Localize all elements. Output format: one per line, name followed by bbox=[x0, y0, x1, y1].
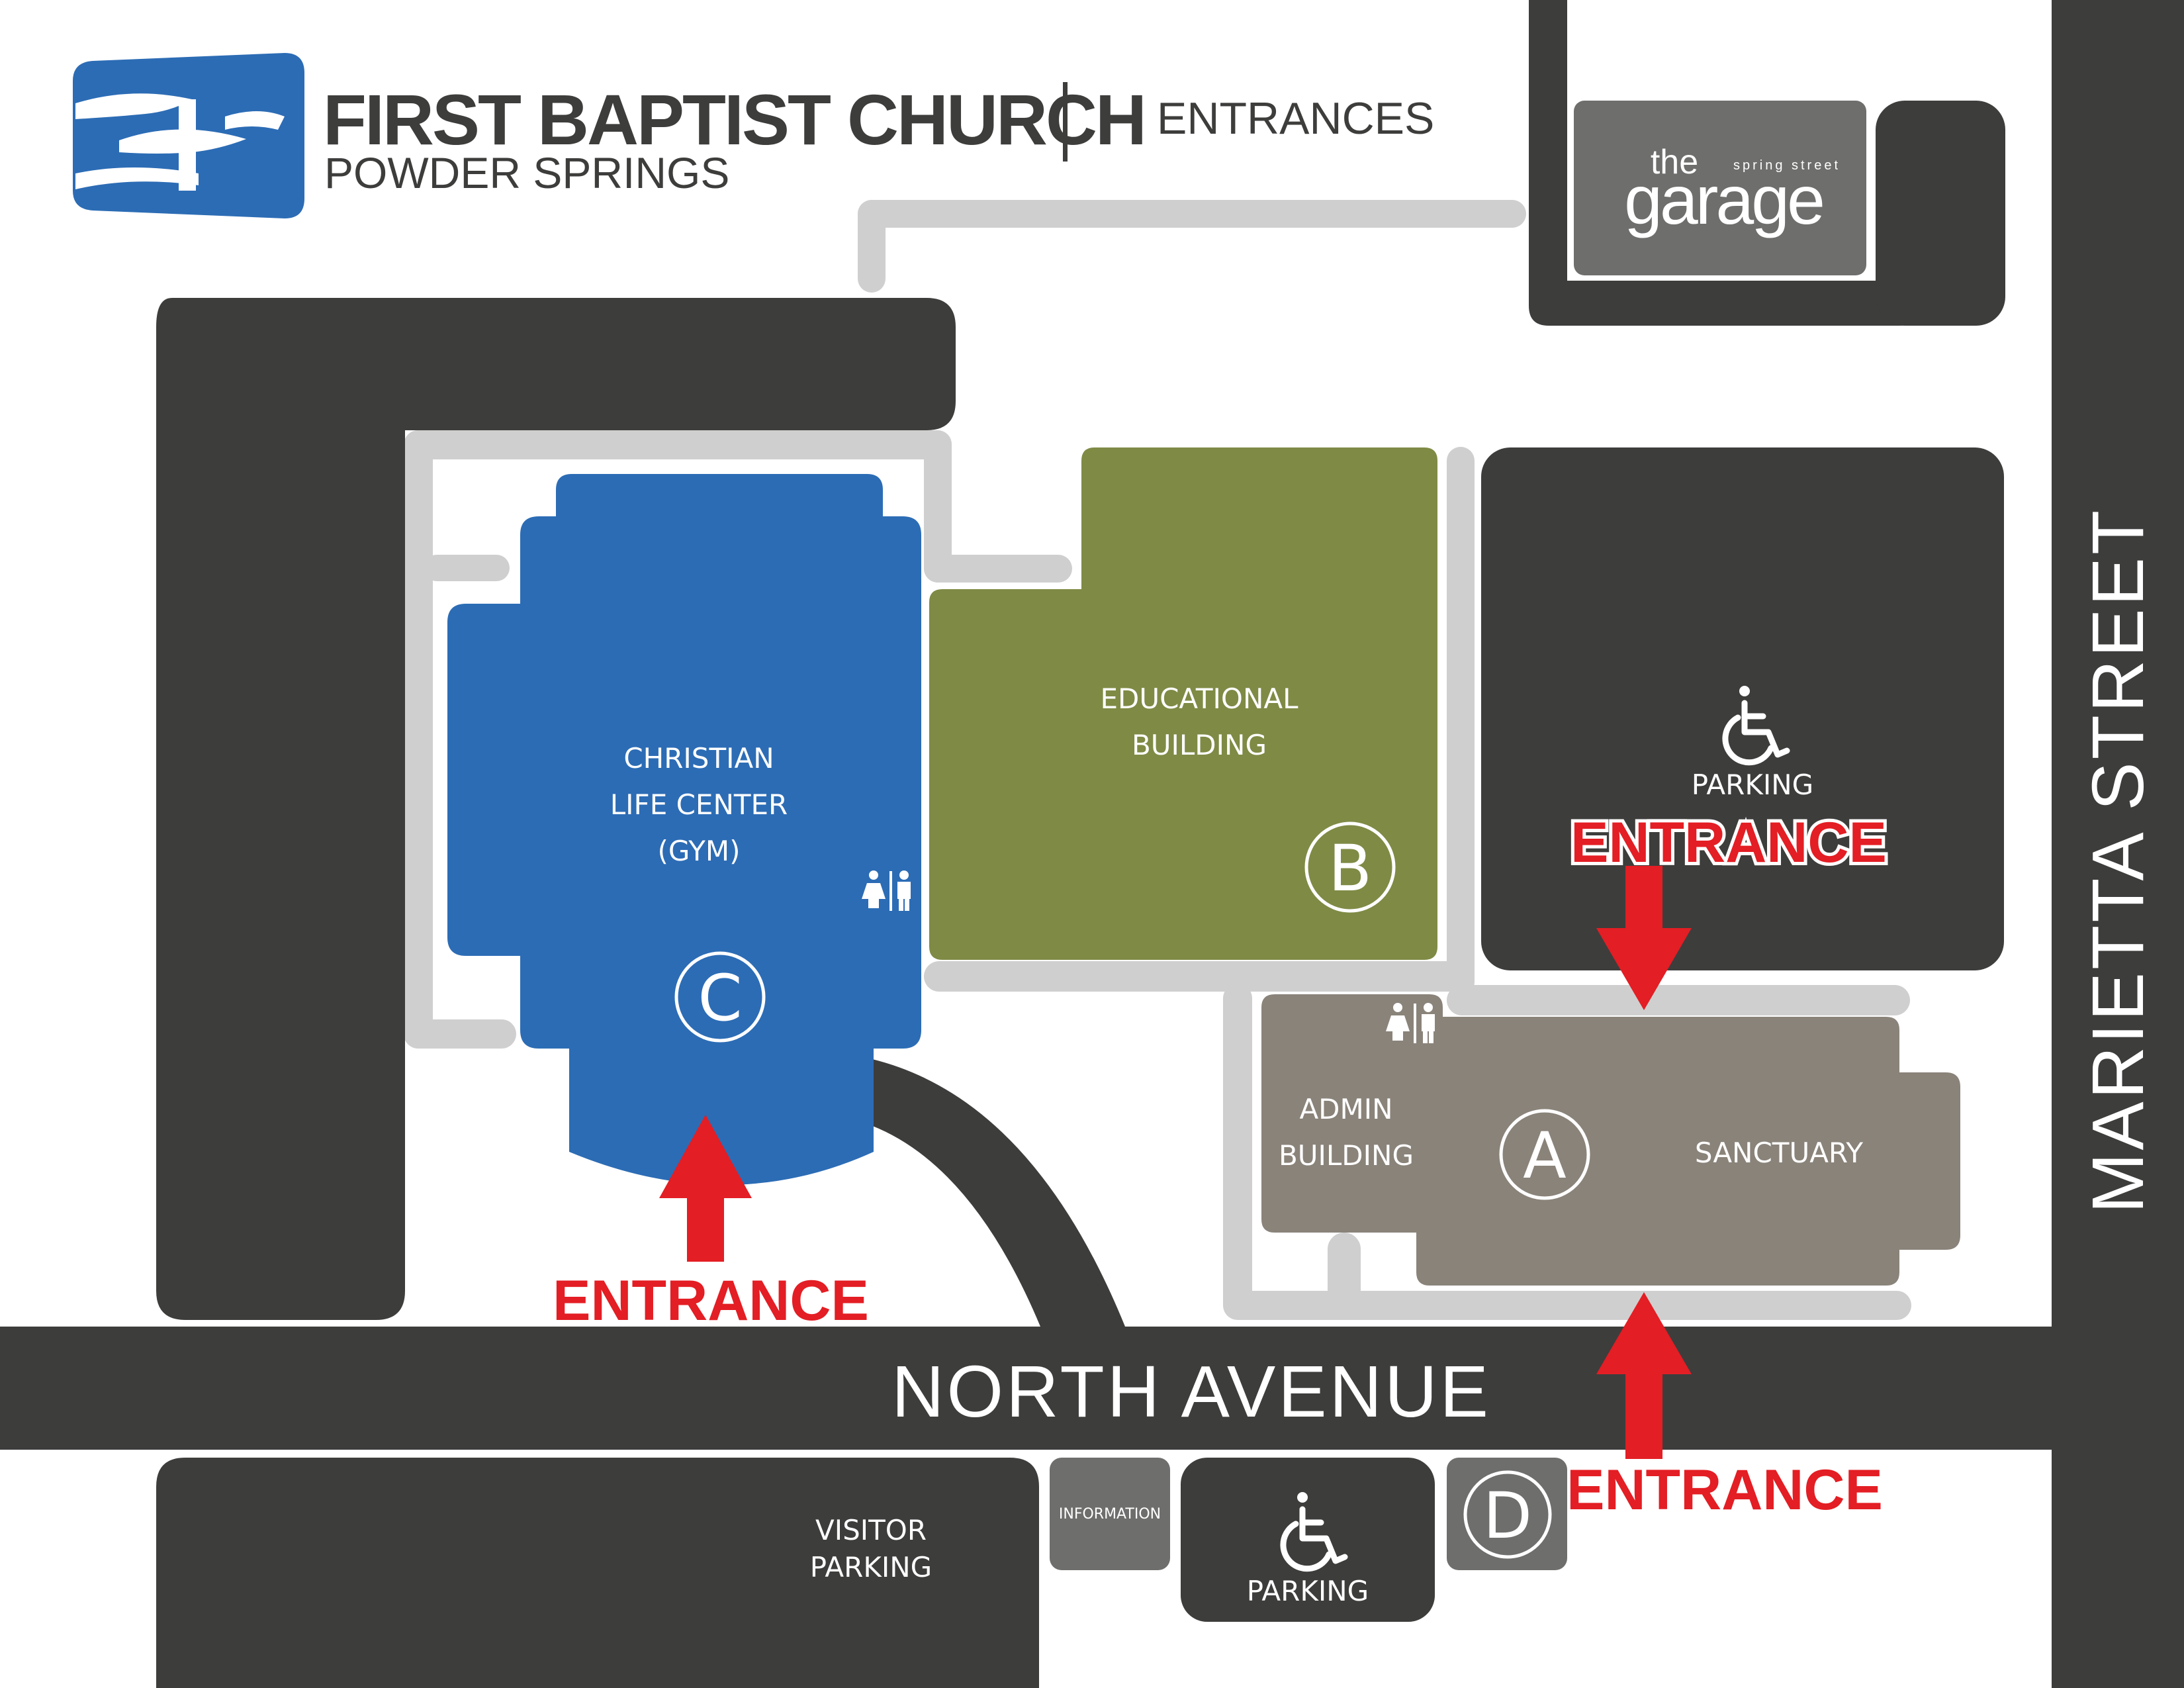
west-parking-lot bbox=[156, 298, 956, 1320]
information-label: INFORMATION bbox=[1059, 1506, 1161, 1523]
marietta-street-label: MARIETTA STREET bbox=[2077, 508, 2159, 1213]
arrow-down-icon bbox=[1596, 866, 1692, 1010]
gym-badge: C bbox=[674, 951, 766, 1043]
walkway-gym-top bbox=[404, 430, 952, 459]
walkway-edu-bottom bbox=[924, 961, 1467, 992]
north-avenue-road bbox=[0, 1327, 2184, 1450]
garage-building: the spring street garage bbox=[1574, 101, 1866, 275]
gym-shape bbox=[447, 474, 921, 1185]
walkway-center-vertical bbox=[1447, 447, 1475, 996]
admin-sanctuary-building: ADMIN BUILDING A SANCTUARY bbox=[1261, 994, 1960, 1286]
walkways bbox=[404, 200, 1911, 1320]
garage-side-lot bbox=[1876, 101, 2005, 326]
church-location: POWDER SPRINGS bbox=[324, 148, 729, 197]
educational-label-line2: BUILDING bbox=[1132, 729, 1267, 761]
curved-driveway bbox=[871, 1059, 1125, 1327]
educational-label-line1: EDUCATIONAL bbox=[1100, 682, 1298, 715]
walkway-gym-bottom bbox=[404, 1019, 516, 1049]
south-parking-label: PARKING bbox=[1247, 1575, 1369, 1607]
visitor-parking-line1: VISITOR bbox=[815, 1514, 927, 1546]
garage-name: garage bbox=[1624, 162, 1823, 239]
gym-entrance-label: ENTRANCE bbox=[553, 1269, 869, 1333]
admin-label-line2: BUILDING bbox=[1279, 1139, 1414, 1172]
walkway-gym-left bbox=[404, 430, 433, 1049]
christian-life-center-building: CHRISTIAN LIFE CENTER (GYM) C bbox=[447, 474, 921, 1185]
arrow-up-icon bbox=[1596, 1292, 1692, 1459]
gym-badge-letter: C bbox=[698, 961, 742, 1035]
building-d: D bbox=[1447, 1458, 1567, 1570]
walkway-garage-north bbox=[858, 200, 1526, 228]
educational-badge: B bbox=[1304, 821, 1396, 913]
garage-spring-street: spring street bbox=[1733, 158, 1841, 173]
gym-label-line3: (GYM) bbox=[657, 835, 740, 867]
admin-label-line1: ADMIN bbox=[1299, 1093, 1392, 1125]
restroom-icon bbox=[862, 870, 911, 911]
gym-label-line1: CHRISTIAN bbox=[623, 742, 774, 774]
sanctuary-badge: A bbox=[1499, 1109, 1590, 1200]
educational-badge-letter: B bbox=[1328, 831, 1372, 906]
header-divider bbox=[1063, 82, 1068, 162]
church-name: FIRST BAPTIST CHURCH bbox=[323, 79, 1145, 160]
educational-building: EDUCATIONAL BUILDING B bbox=[929, 447, 1437, 960]
arrow-up-icon bbox=[659, 1115, 752, 1262]
garage-the: the bbox=[1651, 143, 1698, 181]
north-entrance-label: ENTRANCE bbox=[1570, 811, 1887, 874]
wheelchair-icon bbox=[1722, 686, 1790, 766]
restroom-icon bbox=[1386, 1003, 1435, 1043]
map-title: ENTRANCES bbox=[1157, 93, 1434, 144]
visitor-parking-line2: PARKING bbox=[810, 1551, 932, 1583]
information-shape bbox=[1050, 1458, 1170, 1570]
gym-label-line2: LIFE CENTER bbox=[610, 788, 788, 821]
garage-shape bbox=[1574, 101, 1866, 275]
church-logo-icon bbox=[73, 53, 304, 218]
visitor-parking-lot bbox=[156, 1458, 1039, 1688]
walkway-edu-stub bbox=[924, 555, 1072, 583]
walkway-admin-stub bbox=[1328, 1233, 1361, 1319]
marietta-street-road bbox=[2052, 0, 2184, 1688]
walkway-sanctuary-south bbox=[1223, 1291, 1911, 1320]
south-entrance-label: ENTRANCE bbox=[1567, 1458, 1883, 1522]
walkway-gym-stub bbox=[424, 555, 510, 581]
wheelchair-icon bbox=[1280, 1492, 1348, 1572]
educational-shape bbox=[929, 447, 1437, 960]
admin-sanctuary-shape bbox=[1261, 994, 1960, 1286]
building-d-letter: D bbox=[1483, 1479, 1532, 1553]
information-kiosk: INFORMATION bbox=[1050, 1458, 1170, 1570]
walkway-garage-drop bbox=[858, 200, 886, 293]
walkway-sanctuary-north bbox=[1447, 985, 1910, 1015]
walkway-edu-left bbox=[924, 430, 952, 583]
sanctuary-label: SANCTUARY bbox=[1695, 1137, 1864, 1169]
north-avenue-label: NORTH AVENUE bbox=[891, 1351, 1491, 1432]
sanctuary-badge-letter: A bbox=[1523, 1119, 1567, 1193]
north-parking-label: PARKING bbox=[1692, 769, 1813, 801]
walkway-admin-left bbox=[1223, 984, 1252, 1319]
